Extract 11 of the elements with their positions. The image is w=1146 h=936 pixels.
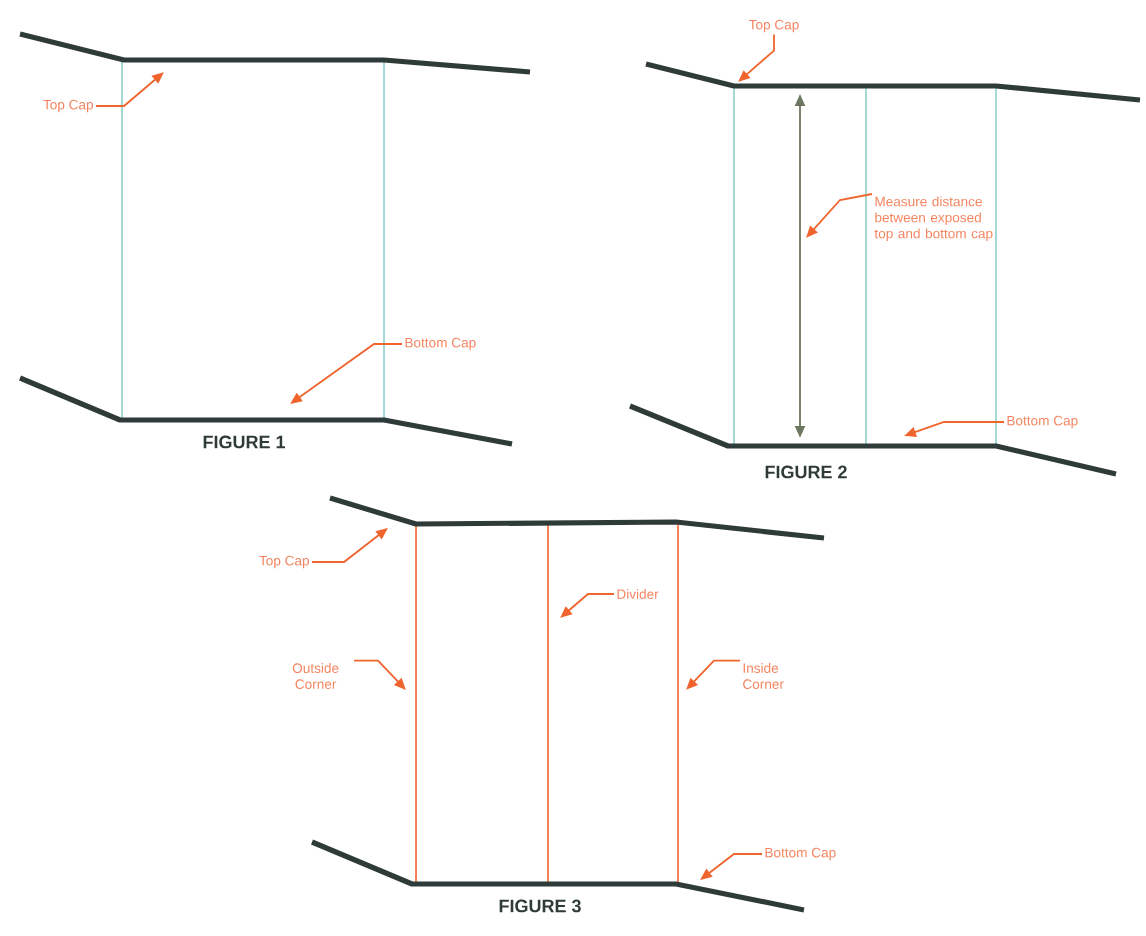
figure-caption: FIGURE 2 — [765, 465, 847, 479]
leader-line — [95, 72, 164, 107]
leader-line — [700, 853, 763, 880]
leader-line — [806, 193, 873, 238]
leader-line — [311, 528, 388, 563]
leader-line — [738, 33, 775, 82]
figure-caption: FIGURE 1 — [203, 435, 285, 449]
leader-line — [353, 659, 406, 690]
leader-line — [686, 659, 741, 690]
figure-caption: FIGURE 3 — [499, 899, 581, 913]
leader-line — [560, 593, 615, 618]
